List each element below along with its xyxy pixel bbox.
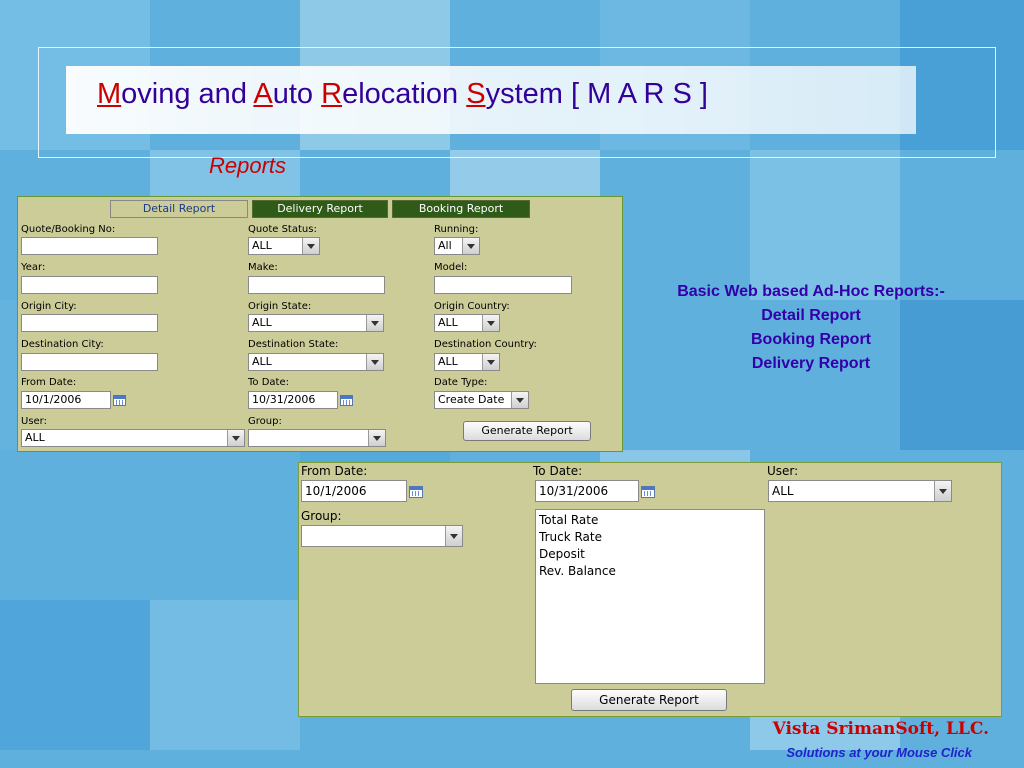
to-date-input[interactable]: 10/31/2006 [535,480,639,502]
report-columns-listbox[interactable]: Total Rate Truck Rate Deposit Rev. Balan… [535,509,765,684]
origin-city-label: Origin City: [21,301,77,312]
report-filter-panel: Detail Report Delivery Report Booking Re… [17,196,623,452]
destination-city-input[interactable] [21,353,158,371]
from-date-input[interactable]: 10/1/2006 [21,391,111,409]
origin-state-select[interactable]: ALL [248,314,384,332]
user-value: ALL [25,431,45,444]
chevron-down-icon [366,354,383,370]
title-part-oving: oving and [121,78,254,110]
description-heading: Basic Web based Ad-Hoc Reports:- [677,283,945,300]
running-value: All [438,239,452,252]
year-label: Year: [21,262,46,273]
user-select[interactable]: ALL [21,429,245,447]
destination-country-select[interactable]: ALL [434,353,500,371]
title-part-elocation: elocation [342,78,467,110]
chevron-down-icon [445,526,462,546]
calendar-icon[interactable] [641,486,655,498]
title-part-ystem: ystem [ M A R S ] [485,78,708,110]
title-letter-s: S [466,78,486,110]
date-type-value: Create Date [438,393,505,406]
user-label: User: [21,416,47,427]
description-booking-report: Booking Report [751,331,871,348]
report-filter-panel-zoomed: From Date: 10/1/2006 To Date: 10/31/2006… [298,462,1002,717]
calendar-icon[interactable] [113,395,126,406]
report-description: Basic Web based Ad-Hoc Reports:- Detail … [630,280,992,376]
model-label: Model: [434,262,468,273]
from-date-label: From Date: [21,377,77,388]
quote-booking-input[interactable] [21,237,158,255]
model-input[interactable] [434,276,572,294]
date-type-select[interactable]: Create Date [434,391,529,409]
slide-subtitle: Reports [209,153,287,178]
chevron-down-icon [934,481,951,501]
destination-city-label: Destination City: [21,339,104,350]
title-part-uto: uto [272,78,322,110]
to-date-label: To Date: [248,377,289,388]
chevron-down-icon [366,315,383,331]
group-label: Group: [301,509,342,523]
destination-country-label: Destination Country: [434,339,537,350]
user-value: ALL [772,484,794,498]
origin-city-input[interactable] [21,314,158,332]
quote-status-value: ALL [252,239,272,252]
chevron-down-icon [302,238,319,254]
to-date-label: To Date: [533,464,583,478]
calendar-icon[interactable] [409,486,423,498]
title-band [66,66,916,134]
user-select[interactable]: ALL [768,480,952,502]
chevron-down-icon [462,238,479,254]
origin-country-value: ALL [438,316,458,329]
list-item[interactable]: Rev. Balance [539,564,616,578]
running-select[interactable]: All [434,237,480,255]
origin-state-value: ALL [252,316,272,329]
origin-country-label: Origin Country: [434,301,510,312]
chevron-down-icon [227,430,244,446]
list-item[interactable]: Truck Rate [539,530,602,544]
chevron-down-icon [368,430,385,446]
to-date-input[interactable]: 10/31/2006 [248,391,338,409]
tab-detail-report[interactable]: Detail Report [110,200,248,218]
quote-status-label: Quote Status: [248,224,317,235]
description-detail-report: Detail Report [761,307,861,324]
year-input[interactable] [21,276,158,294]
generate-report-button[interactable]: Generate Report [571,689,727,711]
title-letter-a: A [253,78,273,110]
group-select[interactable] [248,429,386,447]
destination-state-select[interactable]: ALL [248,353,384,371]
tab-booking-report[interactable]: Booking Report [392,200,530,218]
description-delivery-report: Delivery Report [751,355,871,372]
chevron-down-icon [482,315,499,331]
destination-state-label: Destination State: [248,339,339,350]
title-letter-r: R [321,78,343,110]
make-label: Make: [248,262,278,273]
make-input[interactable] [248,276,385,294]
running-label: Running: [434,224,479,235]
company-tagline: Solutions at your Mouse Click [786,745,972,760]
list-item[interactable]: Deposit [539,547,585,561]
user-label: User: [767,464,799,478]
generate-report-button[interactable]: Generate Report [463,421,591,441]
quote-status-select[interactable]: ALL [248,237,320,255]
company-name: Vista SrimanSoft, LLC. [772,719,989,739]
title-frame [38,47,996,158]
slide-title: Moving and Auto Relocation System [ M A … [97,78,708,111]
list-item[interactable]: Total Rate [539,513,599,527]
chevron-down-icon [482,354,499,370]
from-date-input[interactable]: 10/1/2006 [301,480,407,502]
origin-country-select[interactable]: ALL [434,314,500,332]
chevron-down-icon [511,392,528,408]
from-date-label: From Date: [301,464,368,478]
tab-delivery-report[interactable]: Delivery Report [252,200,388,218]
group-label: Group: [248,416,282,427]
origin-state-label: Origin State: [248,301,312,312]
calendar-icon[interactable] [340,395,353,406]
destination-state-value: ALL [252,355,272,368]
title-letter-m: M [97,78,122,110]
quote-booking-label: Quote/Booking No: [21,224,116,235]
group-select[interactable] [301,525,463,547]
destination-country-value: ALL [438,355,458,368]
date-type-label: Date Type: [434,377,488,388]
